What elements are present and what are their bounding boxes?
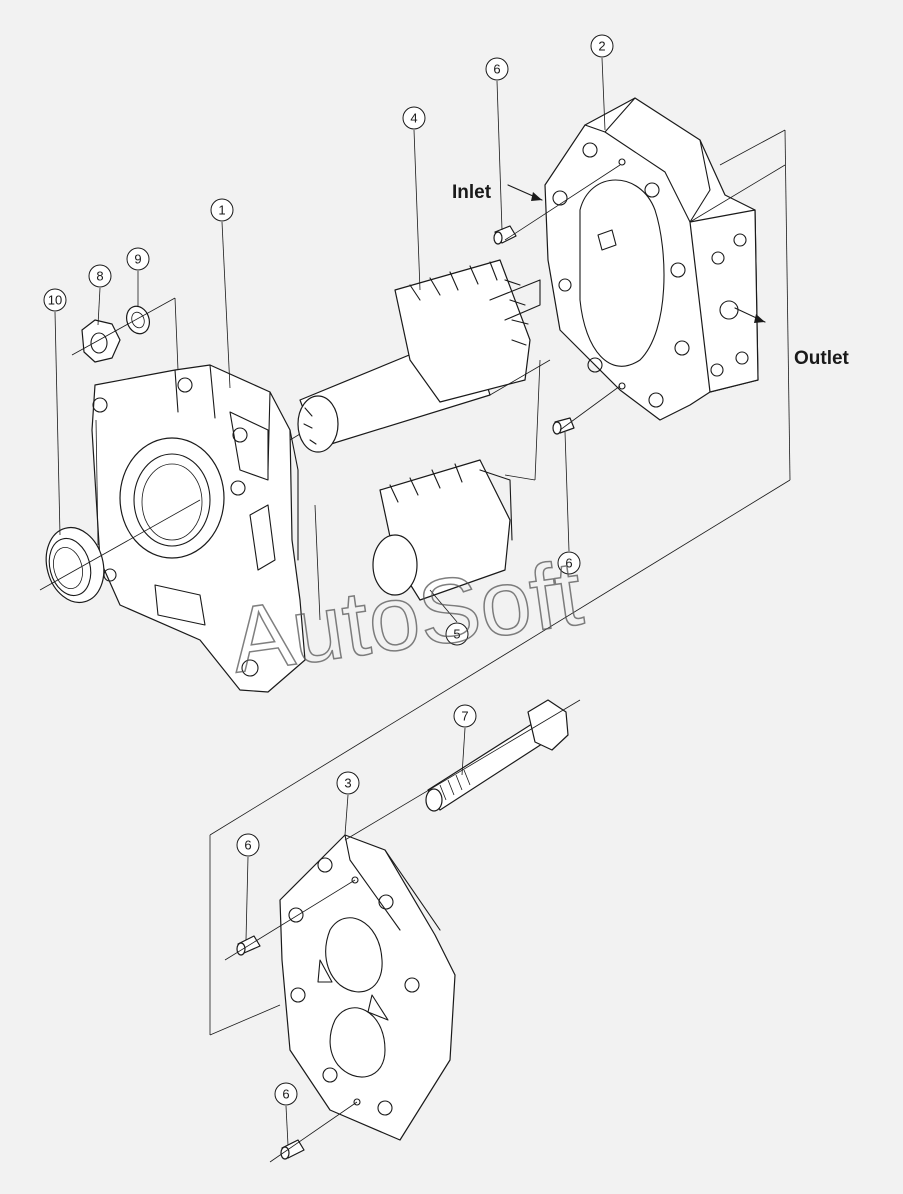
callout-2: 2 — [590, 34, 614, 58]
callout-6-middle: 6 — [557, 551, 581, 575]
callout-6-lower-left-number: 6 — [244, 838, 251, 853]
callout-3: 3 — [336, 771, 360, 795]
hex-nut — [81, 319, 121, 363]
callout-10: 10 — [43, 288, 67, 312]
callout-leaders — [54, 57, 606, 1146]
callout-6-middle-number: 6 — [565, 556, 572, 571]
bolt — [425, 699, 569, 812]
dowel-pin-upper — [493, 225, 517, 245]
leader-lines — [39, 129, 791, 1163]
callout-6-lower-left: 6 — [236, 833, 260, 857]
callout-4: 4 — [402, 106, 426, 130]
callout-1: 1 — [210, 198, 234, 222]
callout-5-number: 5 — [453, 627, 460, 642]
washer — [126, 305, 150, 335]
callout-4-number: 4 — [410, 111, 417, 126]
front-cover-housing — [91, 364, 306, 693]
gear-body — [544, 97, 759, 421]
callout-6-bottom-number: 6 — [282, 1087, 289, 1102]
drive-gear-shaft — [297, 259, 541, 453]
callout-1-number: 1 — [218, 203, 225, 218]
callout-9-number: 9 — [134, 252, 141, 267]
dowel-pin-middle — [552, 417, 575, 435]
callout-6-bottom: 6 — [274, 1082, 298, 1106]
inlet-arrow — [507, 184, 543, 201]
inlet-label: Inlet — [452, 182, 492, 203]
callout-3-number: 3 — [344, 776, 351, 791]
callout-2-number: 2 — [598, 39, 605, 54]
callout-8-number: 8 — [96, 269, 103, 284]
rear-cover — [279, 834, 456, 1141]
callout-6-upper-number: 6 — [493, 62, 500, 77]
callout-10-number: 10 — [48, 293, 62, 308]
outlet-label: Outlet — [794, 348, 850, 369]
outlet-arrow — [734, 307, 766, 323]
callout-6-upper: 6 — [485, 57, 509, 81]
callout-7-number: 7 — [461, 709, 468, 724]
callout-8: 8 — [88, 264, 112, 288]
driven-gear — [372, 459, 513, 601]
callout-7: 7 — [453, 704, 477, 728]
callout-5: 5 — [445, 622, 469, 646]
callout-9: 9 — [126, 247, 150, 271]
dowel-pin-bottom — [280, 1139, 305, 1160]
